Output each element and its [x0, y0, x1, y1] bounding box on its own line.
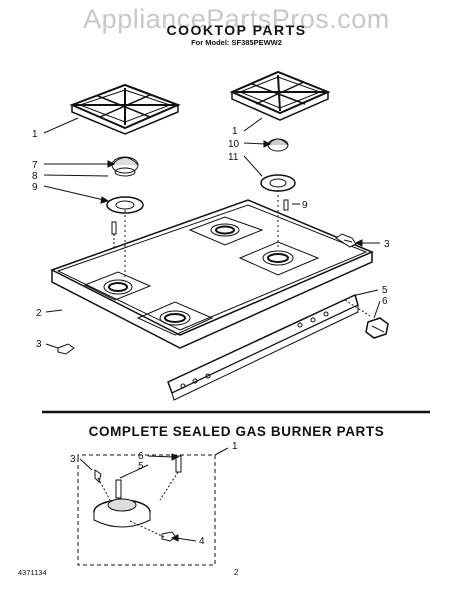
sealed-burner-assembly: [77, 447, 229, 566]
left-burner-cap: [111, 156, 139, 177]
page-number: 2: [234, 568, 239, 577]
callout-9-right: 9: [302, 200, 308, 211]
callout-1-right: 1: [232, 126, 238, 137]
right-igniter: [283, 199, 289, 211]
model-label: For Model: SF385PEWW2: [191, 38, 282, 47]
control-panel: [167, 293, 371, 401]
right-burner-ring: [260, 174, 296, 192]
leader-lines: [43, 117, 381, 349]
control-knob: [365, 317, 389, 339]
callout-3-right: 3: [384, 239, 390, 250]
burner-leader-lines: [79, 453, 197, 542]
left-burner-ring: [106, 196, 144, 214]
callout-9-left: 9: [32, 182, 38, 193]
callout-7: 7: [32, 160, 38, 171]
burner-callout-1: 1: [232, 441, 238, 452]
callout-10: 10: [228, 139, 240, 150]
burner-callout-5: 5: [138, 461, 144, 472]
callout-11: 11: [228, 152, 239, 163]
callout-3-left: 3: [36, 339, 42, 350]
burner-callout-6: 6: [138, 451, 144, 462]
callout-8: 8: [32, 171, 38, 182]
diagram-title: COOKTOP PARTS: [166, 22, 307, 38]
burner-callout-3: 3: [70, 454, 76, 465]
bracket-left: [57, 343, 75, 355]
watermark: AppliancePartsPros.com: [83, 4, 390, 34]
right-burner-cap: [267, 138, 289, 152]
right-grate: [229, 70, 331, 121]
left-grate: [69, 83, 181, 135]
section-title: COMPLETE SEALED GAS BURNER PARTS: [88, 424, 385, 439]
left-igniter: [111, 221, 117, 250]
callout-5: 5: [382, 285, 388, 296]
bracket-right: [335, 233, 357, 248]
doc-number: 4371134: [18, 568, 47, 577]
callout-6: 6: [382, 296, 388, 307]
callout-2: 2: [36, 308, 42, 319]
burner-callout-4: 4: [199, 536, 205, 547]
callout-1-left: 1: [32, 129, 38, 140]
cooktop-panel: [50, 190, 374, 349]
